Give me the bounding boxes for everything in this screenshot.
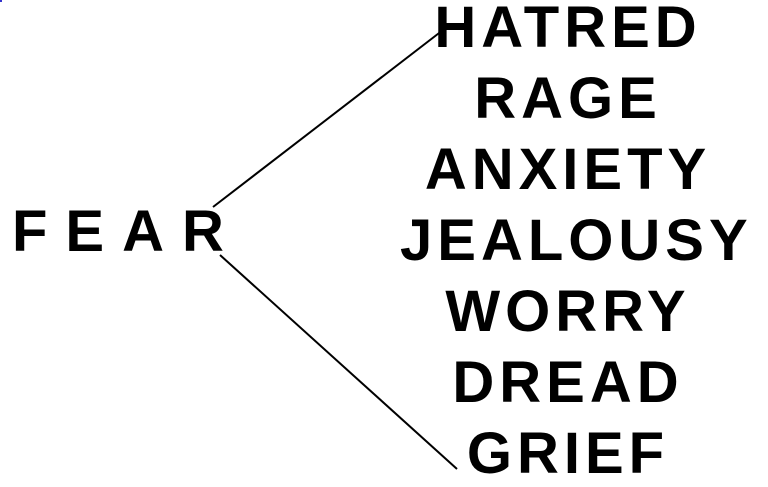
branch-dread: DREAD: [452, 350, 684, 415]
branch-jealousy: JEALOUSY: [400, 208, 753, 273]
lower-connector-line: [219, 254, 458, 470]
branch-rage: RAGE: [474, 66, 662, 131]
upper-connector-line: [212, 29, 444, 208]
root-node-fear: FEAR: [12, 199, 242, 264]
branch-anxiety: ANXIETY: [424, 137, 712, 202]
branch-worry: WORRY: [445, 279, 691, 344]
corner-dot: [0, 0, 2, 2]
branch-grief: GRIEF: [466, 421, 670, 486]
branch-hatred: HATRED: [434, 0, 702, 60]
